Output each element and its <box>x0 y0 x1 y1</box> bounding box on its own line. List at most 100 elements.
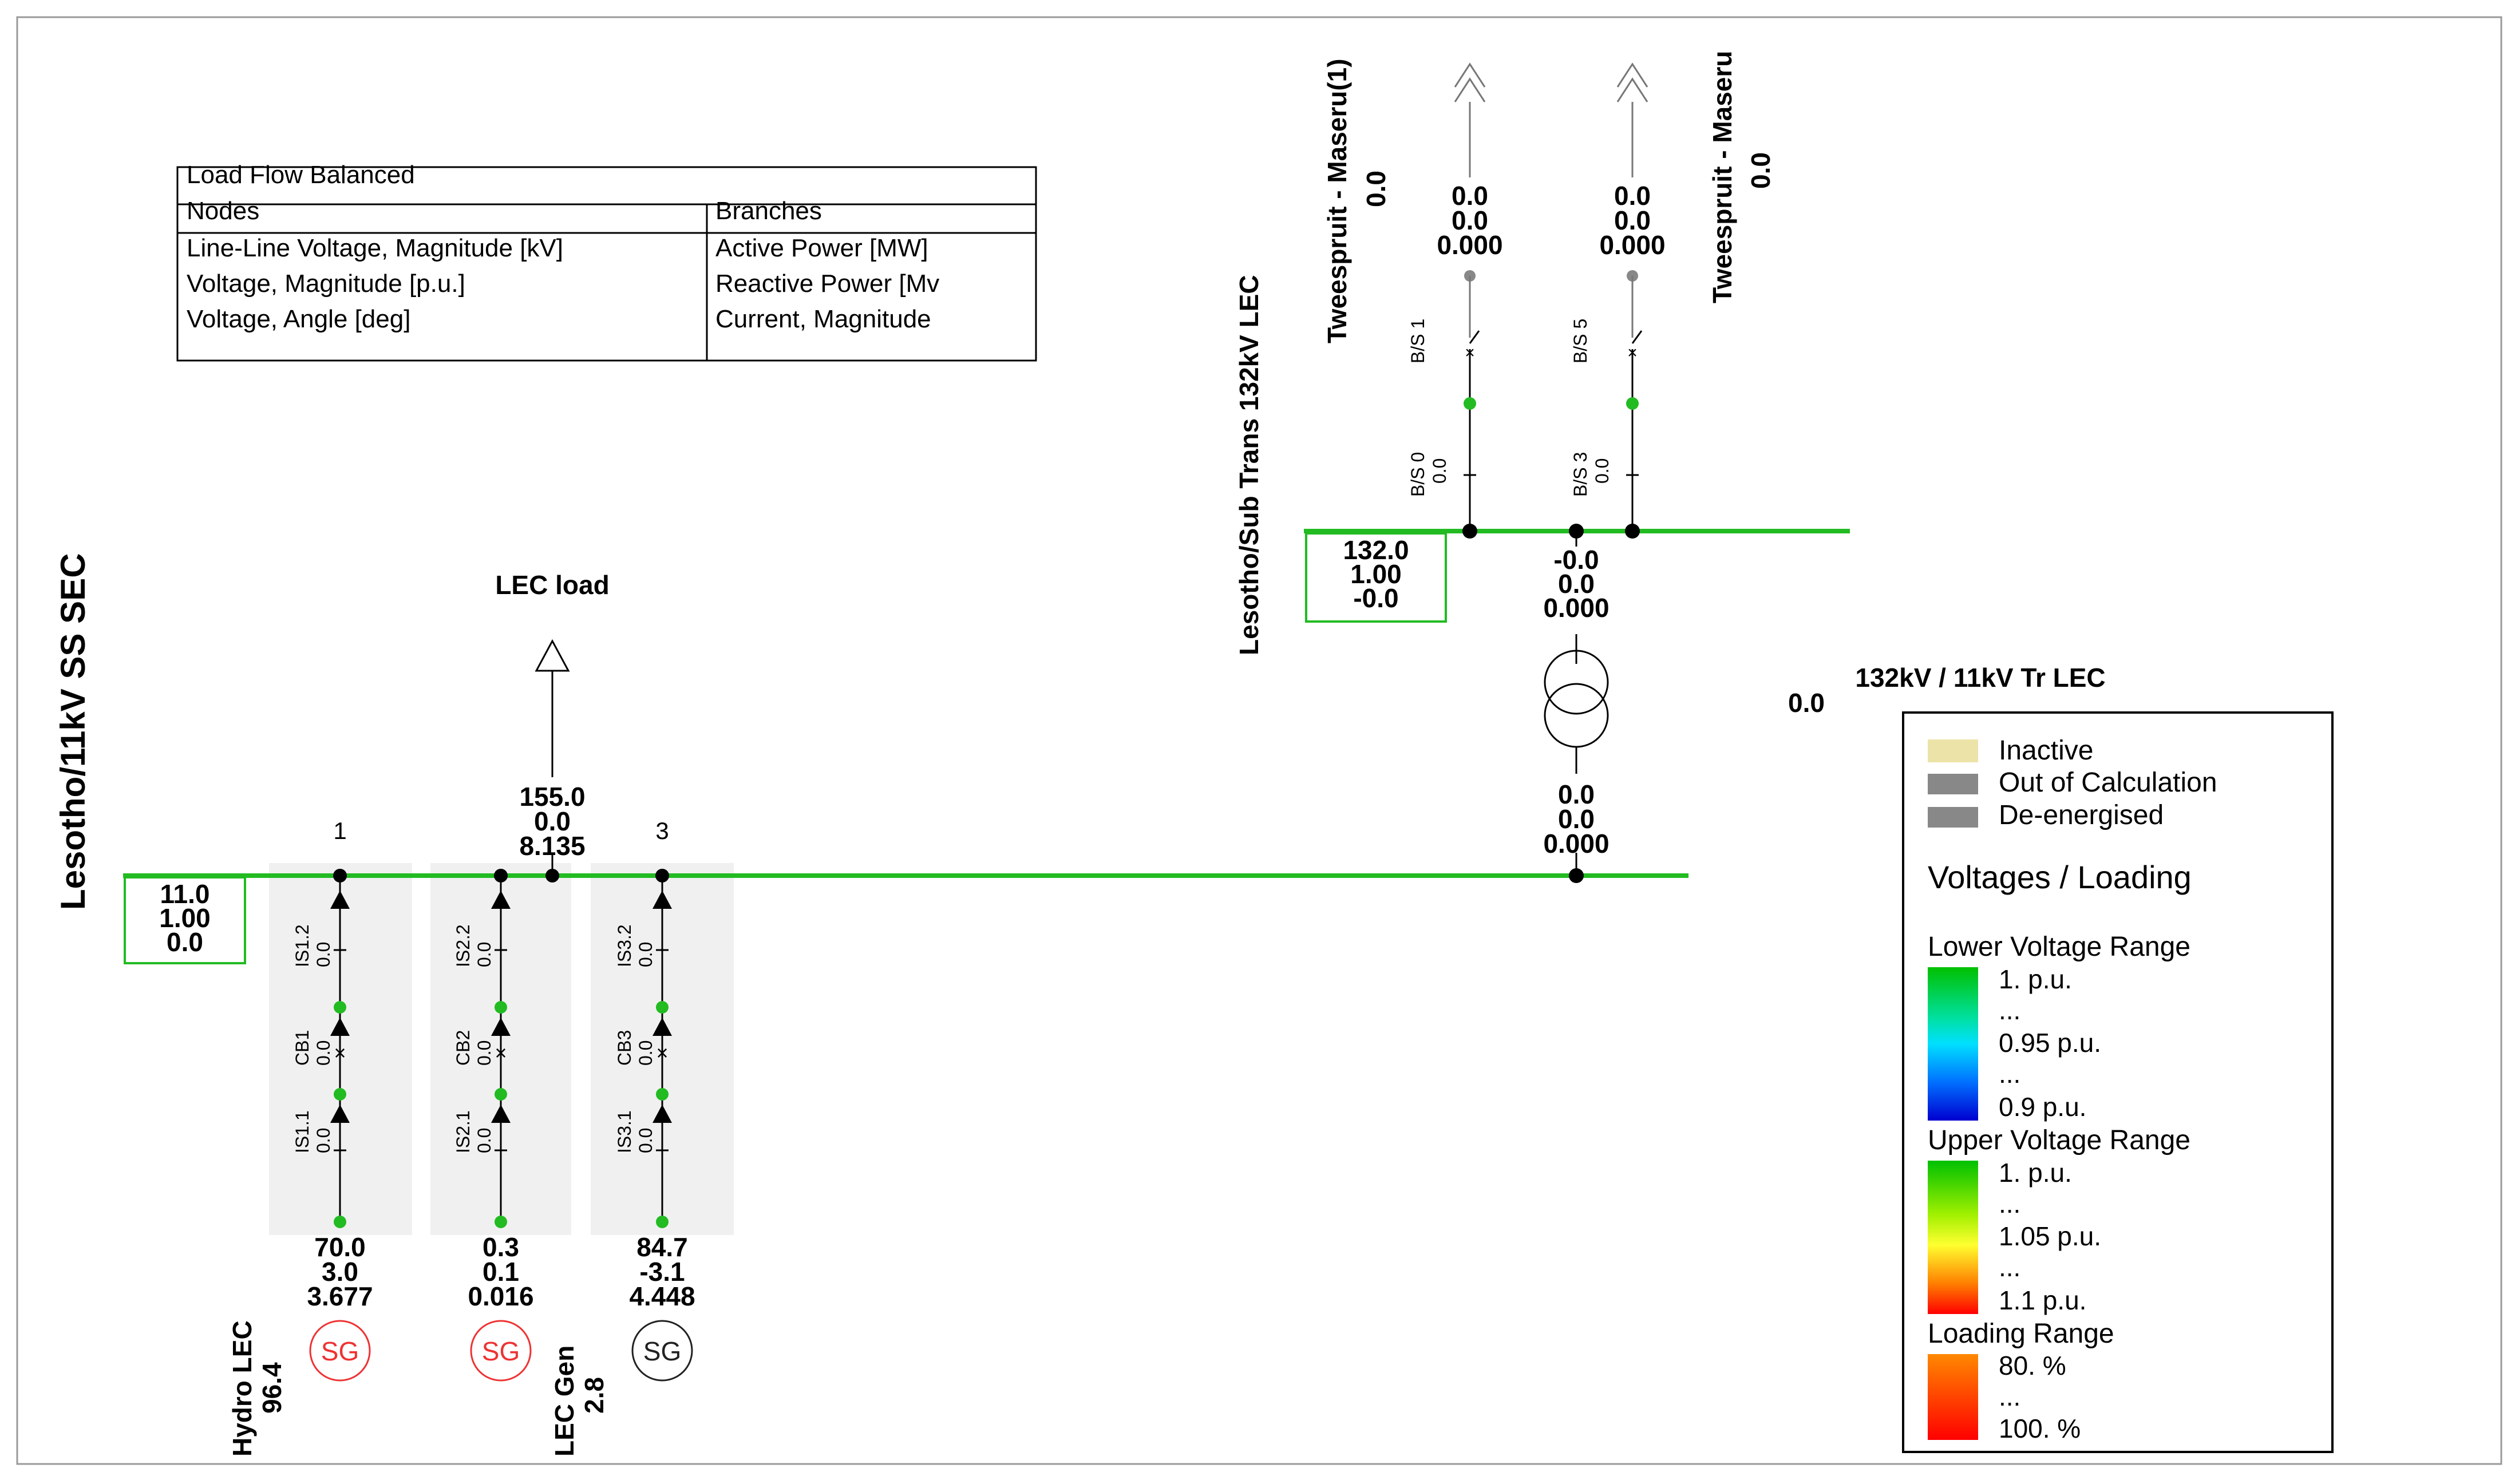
feeder-2-generator-symbol: SG <box>482 1336 520 1366</box>
legend-loading-title: Loading Range <box>1928 1319 2114 1349</box>
feeder-1-active-power: 70.0 <box>314 1232 366 1262</box>
busbar-11kv-voltage-pu: 1.00 <box>159 903 211 933</box>
feeder-2-isolator-bottom-value: 0.0 <box>474 1128 495 1153</box>
transformer-lv-node <box>1569 868 1584 883</box>
busbar-132kv-voltage-kv: 132.0 <box>1343 535 1409 565</box>
feeder-1-isolator-top-value: 0.0 <box>313 942 334 967</box>
legend-loading-label-1: 80. % <box>1999 1351 2066 1380</box>
line-1-busbar-node <box>1462 524 1477 539</box>
feeder-2-isolator-top-icon[interactable] <box>491 891 511 909</box>
legend-inactive-swatch <box>1928 739 1978 762</box>
legend-upper-label-3: 1.05 p.u. <box>1999 1221 2101 1251</box>
legend-table-branches-header: Branches <box>715 197 822 225</box>
line-2-external-grid-chevron-icon <box>1616 62 1648 102</box>
feeder-2-breaker-arrow-icon[interactable] <box>491 1018 511 1036</box>
line-1-current: 0.000 <box>1437 230 1502 260</box>
outgoing-line-1[interactable]: 0.00.00.000×B/S 1B/S 00.0 <box>1407 62 1503 539</box>
legend-lower-label-5: 0.9 p.u. <box>1999 1092 2086 1122</box>
feeder-2-reactive-power: 0.1 <box>483 1257 519 1287</box>
diagram-frame <box>16 16 2502 1465</box>
transformer-lv-active-power: 0.0 <box>1558 779 1595 809</box>
busbar-11kv-name: Lesotho/11kV SS SEC <box>54 553 92 910</box>
transformer-name: 132kV / 11kV Tr LEC <box>1855 663 2105 692</box>
feeder-3-node-green-2 <box>656 1088 669 1101</box>
line-2-current: 0.000 <box>1599 230 1665 260</box>
lec-load[interactable]: LEC load 155.0 0.0 8.135 <box>495 570 610 883</box>
transformer-hv-active-power: -0.0 <box>1553 545 1599 575</box>
feeder-2-breaker-cross-icon[interactable]: × <box>495 1041 507 1064</box>
feeder-3-generator-symbol: SG <box>643 1336 681 1366</box>
feeder-3-isolator-bottom-icon[interactable] <box>653 1105 672 1123</box>
feeder-3-isolator-top-icon[interactable] <box>653 891 672 909</box>
feeder-1-isolator-bottom-icon[interactable] <box>330 1105 350 1123</box>
feeder-3-reactive-power: -3.1 <box>639 1257 685 1287</box>
legend-lower-label-1: 1. p.u. <box>1999 964 2072 994</box>
feeder-1-breaker-cross-icon[interactable]: × <box>334 1041 346 1064</box>
color-legend: Inactive Out of Calculation De-energised… <box>1902 711 2334 1453</box>
legend-loading-label-3: 100. % <box>1999 1414 2081 1443</box>
legend-upper-title: Upper Voltage Range <box>1928 1125 2190 1155</box>
feeder-3-breaker-arrow-icon[interactable] <box>653 1018 672 1036</box>
feeder-3-generator[interactable]: SG <box>631 1320 693 1382</box>
legend-inactive-label: Inactive <box>1999 735 2093 766</box>
line-2-green-node <box>1626 397 1639 410</box>
feeder-2-busbar-node <box>494 869 508 883</box>
load-connection-node <box>545 869 559 883</box>
feeder-2-generator-icon[interactable] <box>470 1320 532 1382</box>
busbar-132kv-angle: -0.0 <box>1353 583 1398 613</box>
feeder-3-breaker-label: CB3 <box>614 1030 635 1066</box>
feeder-2-generator[interactable]: SG <box>470 1320 532 1382</box>
legend-table-node-row-1: Line-Line Voltage, Magnitude [kV] <box>187 234 563 262</box>
feeder-1-isolator-top-label: IS1.2 <box>292 924 313 967</box>
transformer-lv-reactive-power: 0.0 <box>1558 804 1595 834</box>
feeder-3-breaker-cross-icon[interactable]: × <box>656 1041 668 1064</box>
feeder-1-breaker-arrow-icon[interactable] <box>330 1018 350 1036</box>
legend-table-branch-row-2: Reactive Power [Mv <box>715 270 939 298</box>
legend-table-title: Load Flow Balanced <box>187 161 415 189</box>
feeder-1-current: 3.677 <box>307 1281 373 1311</box>
load-arrow-icon <box>535 639 570 672</box>
line-1-switch-top-label: B/S 1 <box>1407 319 1428 363</box>
legend-upper-label-4: ... <box>1999 1252 2020 1282</box>
feeder-1-generator[interactable]: SG <box>309 1320 371 1382</box>
line-2-switch-top-label: B/S 5 <box>1570 319 1591 363</box>
line-1-switch-blade[interactable] <box>1469 330 1480 344</box>
feeder-3-generator-icon[interactable] <box>631 1320 693 1382</box>
busbar-132kv-result-box[interactable]: 132.0 1.00 -0.0 <box>1305 532 1447 623</box>
line-1-external-grid-chevron-icon <box>1454 62 1486 102</box>
feeder-2-isolator-bottom-icon[interactable] <box>491 1105 511 1123</box>
load-active-power: 155.0 <box>519 782 585 812</box>
line-2-switch-blade[interactable] <box>1631 330 1643 344</box>
transformer-132-11kv[interactable]: -0.0 0.0 0.000 132kV / 11kV Tr LEC 0.0 0… <box>1543 524 2106 883</box>
feeder-3-node-green-1 <box>656 1001 669 1014</box>
feeder-1-isolator-top-icon[interactable] <box>330 891 350 909</box>
outgoing-line-2[interactable]: 0.00.00.000×B/S 5B/S 30.0 <box>1570 62 1666 539</box>
legend-deenergised-label: De-energised <box>1999 800 2164 830</box>
feeder-3-isolator-bottom-label: IS3.1 <box>614 1110 635 1153</box>
feeder-2-current: 0.016 <box>468 1281 533 1311</box>
legend-upper-gradient <box>1928 1161 1978 1314</box>
legend-lower-gradient <box>1928 967 1978 1121</box>
feeder-1-generator-icon[interactable] <box>309 1320 371 1382</box>
feeder-3-node-green-3 <box>656 1216 669 1228</box>
line-2-name: Tweespruit - Maseru <box>1707 51 1737 303</box>
feeder-1-generator-value: 96.4 <box>257 1362 287 1414</box>
line-1-active-power: 0.0 <box>1452 181 1488 211</box>
feeder-1-generator-name: Hydro LEC <box>227 1320 257 1457</box>
feeder-3-generator-name: LEC Gen <box>549 1346 579 1457</box>
legend-out-of-calc-swatch <box>1928 774 1978 794</box>
feeder-1-generator-symbol: SG <box>321 1336 359 1366</box>
busbar-11kv-result-box[interactable]: 11.0 1.00 0.0 <box>124 876 246 964</box>
feeder-3-active-power: 84.7 <box>636 1232 688 1262</box>
line-1-name: Tweespruit - Maseru(1) <box>1322 58 1352 343</box>
legend-lower-label-4: ... <box>1999 1059 2020 1089</box>
legend-upper-label-5: 1.1 p.u. <box>1999 1285 2086 1315</box>
feeder-1-breaker-label: CB1 <box>292 1030 313 1066</box>
transformer-loading: 0.0 <box>1788 688 1825 718</box>
busbar-11kv-angle: 0.0 <box>167 927 203 957</box>
legend-table-nodes-header: Nodes <box>187 197 259 225</box>
